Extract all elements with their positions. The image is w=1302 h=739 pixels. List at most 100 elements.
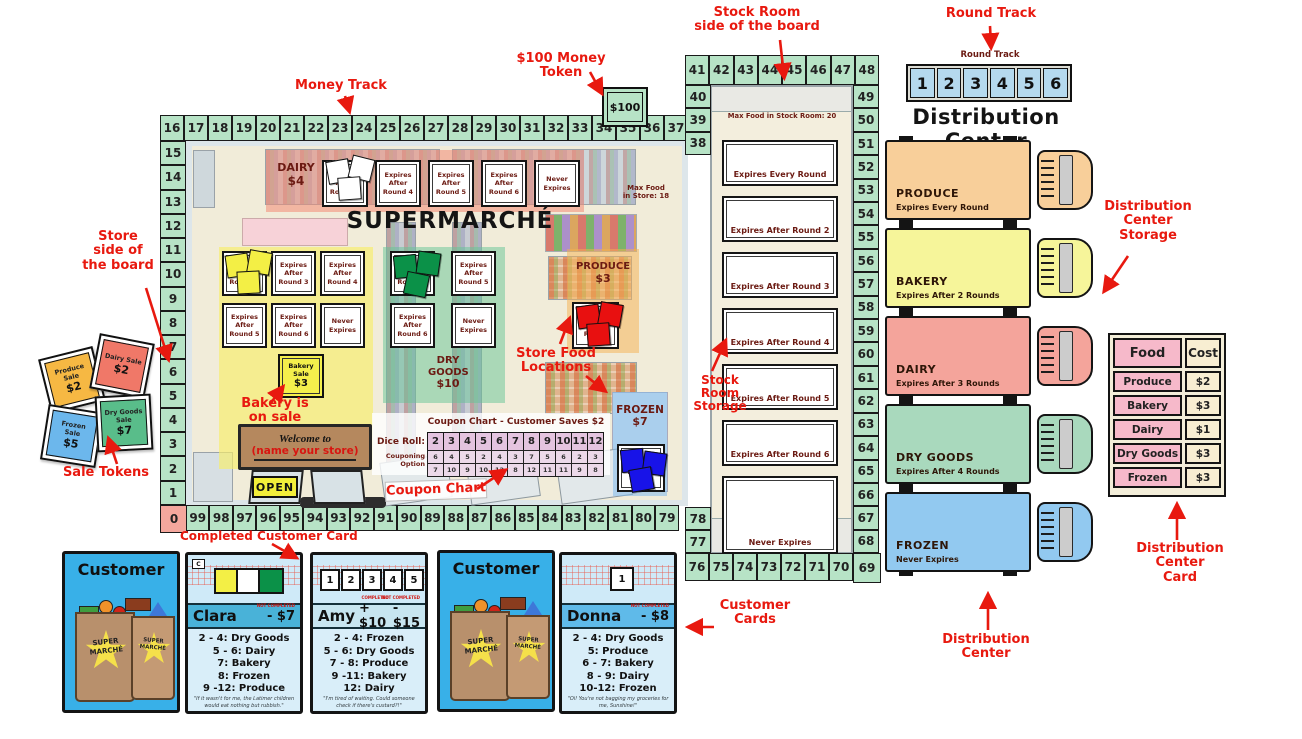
money-track-cell[interactable]: 7 [160, 335, 186, 360]
sale-token[interactable]: Frozen Sale $5 [39, 403, 105, 469]
money-track-cell[interactable]: 55 [853, 225, 879, 249]
expiry-tile[interactable]: Expires After Round 6 [390, 303, 435, 348]
food-token-slot[interactable]: 3 [362, 569, 382, 591]
money-track-cell[interactable]: 21 [280, 115, 304, 141]
money-track-cell[interactable]: 69 [853, 553, 881, 583]
expiry-tile[interactable]: Expires After Round 4 [722, 308, 838, 354]
money-track-cell[interactable]: 46 [806, 55, 831, 85]
expiry-tile[interactable]: Never Expires [722, 476, 838, 554]
money-track-cell[interactable]: 40 [685, 85, 711, 109]
produce-food-token[interactable] [586, 322, 611, 347]
money-track-cell[interactable]: 57 [853, 272, 879, 296]
money-track-cell[interactable]: 65 [853, 459, 879, 483]
sale-token[interactable]: Dry Goods Sale $7 [94, 393, 154, 453]
expiry-tile[interactable]: Expires Every Round [722, 140, 838, 186]
money-track-cell[interactable]: 43 [733, 55, 758, 85]
money-track-cell[interactable]: 74 [733, 553, 757, 581]
money-track-cell[interactable]: 41 [685, 55, 710, 85]
money-track-cell[interactable]: 38 [685, 131, 711, 155]
customer-card-donna[interactable]: 1 Donna NOT COMPLETED - $8 2 - 4: Dry Go… [559, 552, 677, 714]
money-track-cell[interactable]: 53 [853, 178, 879, 203]
delivery-truck[interactable]: BAKERY Expires After 2 Rounds [885, 224, 1100, 312]
money-track-cell[interactable]: 54 [853, 202, 879, 226]
money-track-cell[interactable]: 8 [160, 310, 186, 336]
money-track-cell[interactable]: 82 [584, 505, 609, 531]
money-track-cell[interactable]: 86 [491, 505, 515, 531]
money-track-cell[interactable]: 61 [853, 365, 879, 390]
food-token-slot[interactable]: 5 [404, 569, 424, 591]
money-track-cell[interactable]: 52 [853, 155, 879, 179]
round-track-cell[interactable]: 5 [1016, 68, 1042, 98]
money-track-cell[interactable]: 30 [496, 115, 520, 141]
expiry-tile[interactable]: Expires After Round 6 [271, 303, 316, 348]
money-track-cell[interactable]: 12 [160, 213, 186, 239]
money-track-cell[interactable]: 75 [709, 553, 733, 581]
money-track-cell[interactable]: 44 [757, 55, 782, 85]
money-track-cell[interactable]: 90 [397, 505, 421, 531]
money-track-cell[interactable]: 2 [160, 456, 186, 481]
money-track-cell[interactable]: 11 [160, 238, 186, 263]
money-track-cell[interactable]: 1 [160, 480, 186, 505]
money-track-cell[interactable]: 32 [544, 115, 568, 141]
money-track-cell[interactable]: 22 [304, 115, 328, 141]
money-track-cell[interactable]: 64 [853, 436, 879, 460]
money-track-cell[interactable]: 80 [631, 505, 656, 531]
money-track-cell[interactable]: 97 [232, 505, 257, 531]
money-track-cell[interactable]: 23 [328, 115, 352, 141]
delivery-truck[interactable]: PRODUCE Expires Every Round [885, 136, 1100, 224]
round-track-cell[interactable]: 1 [910, 68, 935, 98]
money-track-cell[interactable]: 98 [209, 505, 233, 531]
money-track-cell[interactable]: 9 [160, 286, 186, 311]
money-track-cell[interactable]: 15 [160, 141, 186, 166]
money-track-cell[interactable]: 67 [853, 506, 879, 530]
money-track-cell[interactable]: 89 [420, 505, 445, 531]
food-token-slot[interactable]: 1 [610, 567, 634, 591]
hundred-dollar-token[interactable]: $100 [602, 87, 648, 127]
money-track-cell[interactable]: 14 [160, 165, 186, 190]
expiry-tile[interactable]: Never Expires [451, 303, 496, 348]
money-track-cell[interactable]: 63 [853, 412, 879, 437]
money-track-cell[interactable]: 19 [232, 115, 256, 141]
money-track-cell[interactable]: 96 [256, 505, 280, 531]
money-track-cell[interactable]: 3 [160, 432, 186, 457]
money-track-cell[interactable]: 18 [208, 115, 232, 141]
money-track-cell[interactable]: 16 [160, 115, 184, 141]
food-token-slot[interactable]: 1 [320, 569, 340, 591]
money-track-cell[interactable]: 72 [781, 553, 805, 581]
money-track-cell[interactable]: 47 [830, 55, 855, 85]
money-track-cell[interactable]: 50 [853, 108, 879, 132]
sale-token[interactable]: Dairy Sale $2 [89, 333, 155, 399]
money-track-cell[interactable]: 17 [184, 115, 208, 141]
dry-goods-food-token[interactable] [402, 270, 431, 299]
money-track-cell[interactable]: 68 [853, 529, 879, 554]
expiry-tile[interactable]: Never Expires [320, 303, 365, 348]
money-track-cell[interactable]: 76 [685, 553, 709, 581]
round-track-cell[interactable]: 6 [1043, 68, 1069, 98]
money-track-cell[interactable]: 45 [782, 55, 807, 85]
delivery-truck[interactable]: FROZEN Never Expires [885, 488, 1100, 576]
delivery-truck[interactable]: DAIRY Expires After 3 Rounds [885, 312, 1100, 400]
expiry-tile[interactable]: Expires After Round 5 [722, 364, 838, 410]
money-track-cell[interactable]: 51 [853, 131, 879, 156]
dairy-food-token[interactable] [337, 176, 362, 201]
money-track-cell[interactable]: 37 [664, 115, 688, 141]
food-token-slot[interactable]: 4 [383, 569, 403, 591]
money-track-cell[interactable]: 5 [160, 383, 186, 408]
money-track-cell[interactable]: 60 [853, 342, 879, 366]
money-track-cell[interactable]: 79 [655, 505, 679, 531]
expiry-tile[interactable]: Expires After Round 5 [451, 251, 496, 296]
food-token-slot[interactable] [258, 568, 284, 594]
expiry-tile[interactable]: Expires After Round 6 [481, 160, 527, 207]
round-track-cell[interactable]: 4 [990, 68, 1015, 98]
money-track-cell[interactable]: 81 [608, 505, 632, 531]
money-track-cell[interactable]: 85 [514, 505, 539, 531]
money-track-cell[interactable]: 20 [256, 115, 280, 141]
money-track-cell[interactable]: 49 [853, 85, 879, 109]
customer-card-clara[interactable]: C Clara NOT COMPLETED - $7 2 - 4: Dry Go… [185, 552, 303, 714]
money-track-cell[interactable]: 95 [279, 505, 304, 531]
money-track-cell[interactable]: 77 [685, 530, 711, 553]
delivery-truck[interactable]: DRY GOODS Expires After 4 Rounds [885, 400, 1100, 488]
